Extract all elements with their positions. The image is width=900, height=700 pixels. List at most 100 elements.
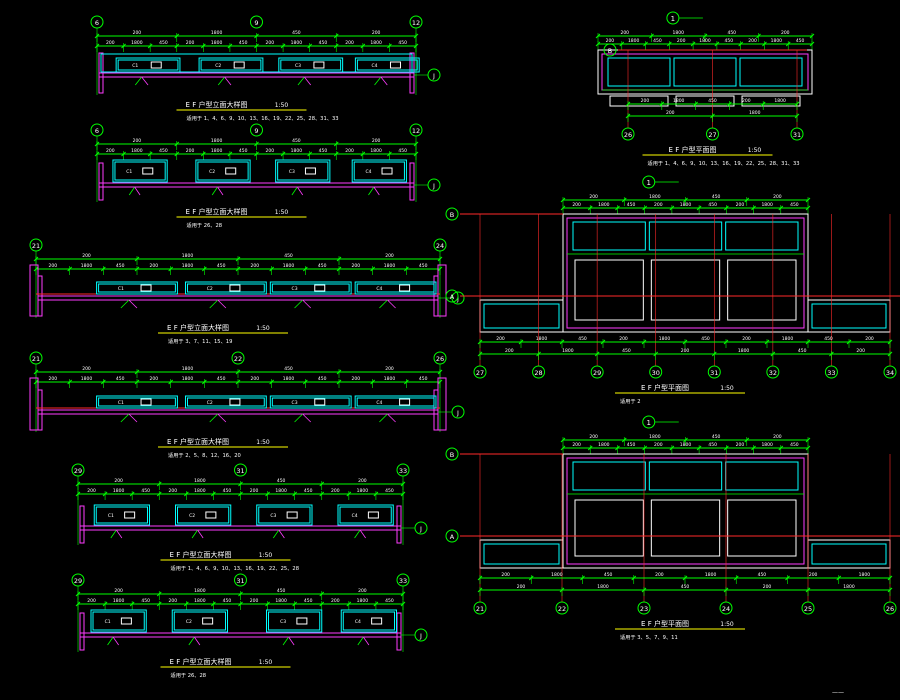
- dimension-text: 450: [724, 38, 733, 44]
- axis-bubble-side: J: [451, 405, 465, 419]
- dimension-text: 450: [653, 38, 662, 44]
- dimension-text: 1800: [649, 434, 661, 440]
- window-frame: [112, 159, 168, 183]
- unit-tag: [381, 167, 393, 175]
- axis-bubble-top: B: [445, 447, 459, 461]
- unit-mark: C4: [372, 63, 378, 69]
- leader-line: [217, 413, 227, 423]
- dimension-text: 450: [223, 598, 232, 604]
- dimension-text: 1800: [859, 572, 871, 578]
- dimension-text: 450: [712, 434, 721, 440]
- window-frame: [171, 609, 228, 633]
- dimension-text: 450: [116, 263, 125, 269]
- axis-bubble-label: 32: [769, 369, 777, 377]
- window-glass: [95, 506, 148, 524]
- unit-mark: C3: [270, 513, 276, 519]
- dimension-text: 450: [701, 336, 710, 342]
- dimension-text: 450: [277, 478, 286, 484]
- axis-bubble-circle: [473, 601, 487, 615]
- leader-line: [116, 529, 123, 539]
- unit-mark: C4: [376, 400, 382, 406]
- window-glass: [353, 161, 405, 181]
- dimension-text: 1800: [597, 584, 609, 590]
- dimension-text: 200: [168, 488, 177, 494]
- wall-right: [409, 162, 415, 201]
- drawing-note: 适用于 3、5、7、9、11: [620, 633, 678, 641]
- dimension-text: 200: [345, 40, 354, 46]
- dimension-text: 200: [620, 30, 629, 36]
- axis-bubble-label: 29: [74, 577, 82, 585]
- axis-bubble-left: 6: [90, 15, 104, 29]
- dimension-text: 1800: [680, 442, 692, 448]
- window-unit: C3: [275, 159, 331, 196]
- wall-right: [396, 505, 402, 544]
- leader-line: [128, 186, 135, 196]
- window-unit: C1: [90, 609, 147, 646]
- axis-bubble-bottom: 25: [801, 601, 815, 615]
- window-frame: [278, 57, 344, 73]
- unit-tag: [150, 61, 162, 69]
- dimension-text: 200: [133, 138, 142, 144]
- axis-bubble-circle: [427, 178, 441, 192]
- axis-bubble-bottom: 26: [621, 127, 635, 141]
- dimension-text: 1800: [384, 263, 396, 269]
- dimension-text: 1800: [182, 263, 194, 269]
- dimension-text: 1800: [370, 40, 382, 46]
- drawing-title: E F 户型平面图: [641, 383, 689, 392]
- section-mark-label: 1: [671, 15, 675, 23]
- axis-bubble-mid: 9: [250, 15, 263, 29]
- dimension-text: 200: [168, 598, 177, 604]
- dimension-text: 450: [284, 253, 293, 259]
- dimension-text: 1800: [182, 253, 194, 259]
- dimension-text: 200: [781, 30, 790, 36]
- axis-bubble-circle: [883, 601, 897, 615]
- leader-line: [297, 76, 305, 86]
- dimension-text: 200: [654, 202, 663, 208]
- axis-bubble-right: 12: [409, 15, 423, 29]
- window-unit: C3: [278, 57, 344, 86]
- window-glass: [200, 59, 262, 71]
- wing-right: [807, 299, 891, 333]
- floor-slab: [98, 72, 415, 78]
- dimension-text: 1800: [194, 488, 206, 494]
- dimension-text: 450: [419, 263, 428, 269]
- dimension-text: 1800: [551, 572, 563, 578]
- window-frame: [96, 395, 178, 409]
- axis-bubble-bottom: 33: [824, 365, 838, 379]
- dimension-text: 450: [141, 598, 150, 604]
- room-lower: [727, 499, 797, 557]
- drawing-scale: 1:50: [259, 552, 273, 559]
- dimension-text: 1800: [357, 598, 369, 604]
- window-glass: [186, 397, 265, 407]
- dimension-text: 1800: [194, 478, 206, 484]
- parapet-right: [437, 377, 447, 431]
- leader-line: [209, 413, 219, 423]
- axis-bubble-label: 27: [708, 131, 716, 139]
- dimension-text: 1800: [357, 488, 369, 494]
- floor-slab: [79, 632, 402, 638]
- room-lower: [675, 95, 735, 107]
- window-frame: [337, 504, 394, 526]
- dimension-text: 200: [501, 572, 510, 578]
- dimension-text: 200: [372, 138, 381, 144]
- axis-bubble-circle: [637, 601, 651, 615]
- drawing-scale: 1:50: [275, 102, 289, 109]
- leader-line: [288, 636, 295, 646]
- dimension-text: 200: [572, 442, 581, 448]
- axis-bubble-circle: [451, 405, 465, 419]
- axis-bubble-bottom: 29: [590, 365, 604, 379]
- window-glass: [186, 283, 265, 293]
- wing-left-window: [483, 303, 560, 329]
- axis-bubble-label: 31: [236, 577, 244, 585]
- dimension-text: 1800: [761, 442, 773, 448]
- wall-left: [79, 612, 85, 651]
- window-unit: C1: [96, 395, 178, 423]
- dimension-text: 1800: [291, 148, 303, 154]
- room-lower: [741, 95, 801, 107]
- dimension-text: 200: [677, 38, 686, 44]
- dimension-text: 200: [87, 598, 96, 604]
- leader-line: [211, 186, 218, 196]
- dimension-text: 450: [318, 263, 327, 269]
